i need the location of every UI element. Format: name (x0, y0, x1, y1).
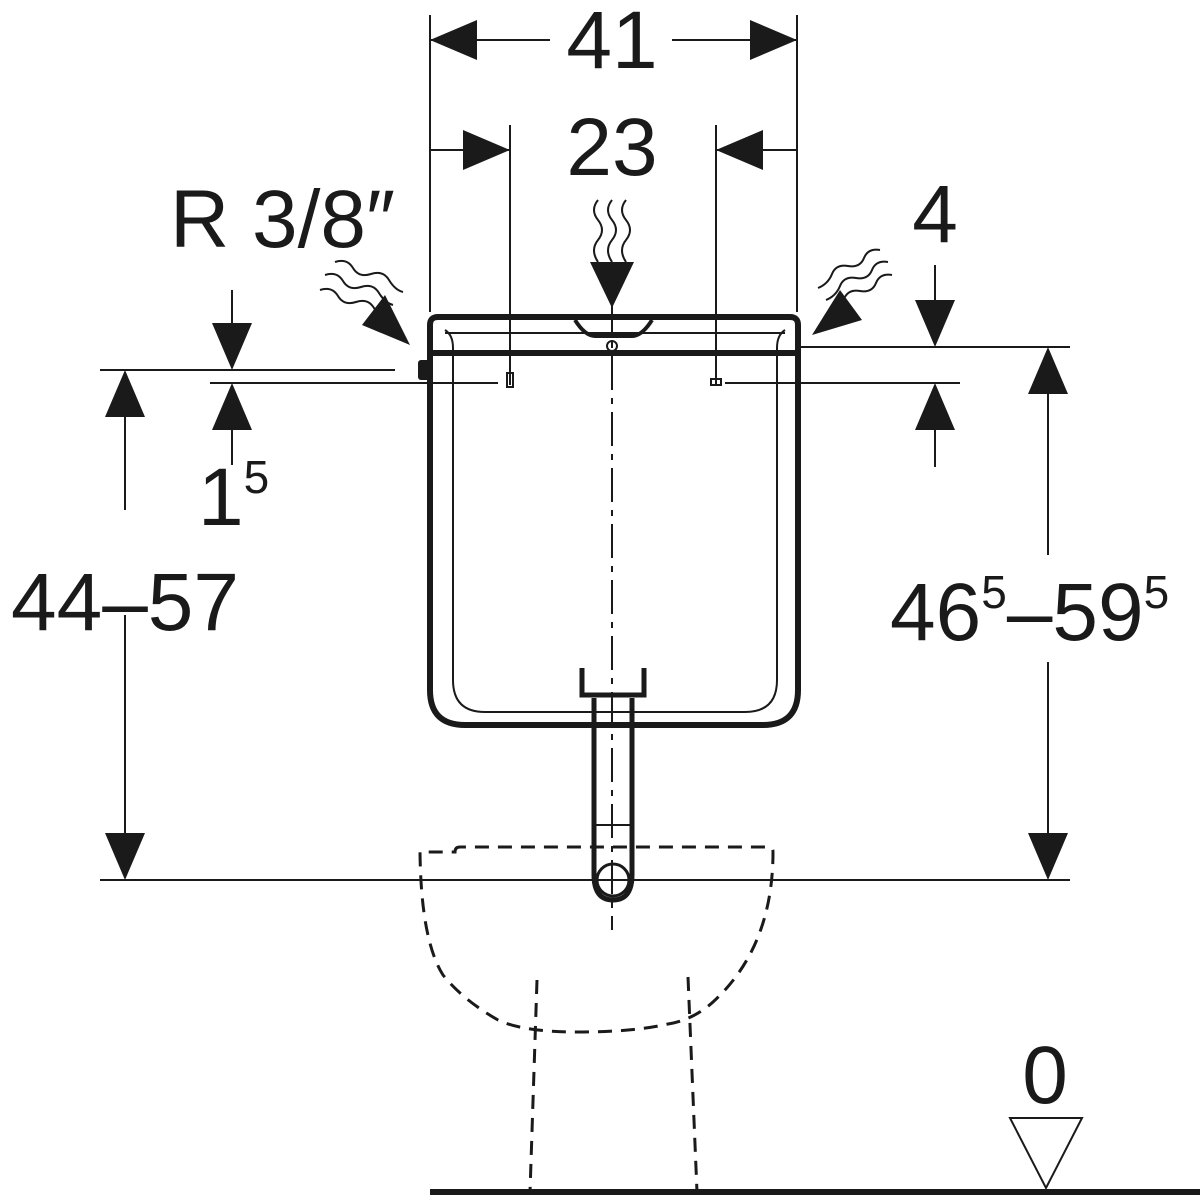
dimension-44-57: 44–57 (11, 370, 239, 880)
floor-level-label: 0 (1022, 1030, 1068, 1121)
side-inlet-connector (418, 360, 430, 380)
dimension-label-1-5: 15 (198, 451, 269, 543)
dimension-label-23: 23 (566, 102, 657, 193)
floor-level-marker: 0 (1008, 1030, 1084, 1191)
dimension-1-5: 15 (100, 290, 498, 543)
dimension-41: 41 (429, 0, 798, 312)
dimension-23: 23 (430, 102, 797, 385)
dimension-46-5-59-5: 465–595 (890, 347, 1169, 880)
water-inlet-left-icon (319, 259, 410, 345)
dimension-label-41: 41 (566, 0, 657, 86)
thread-size-label: R 3/8″ (170, 174, 395, 265)
dimension-label-46-5-59-5: 465–595 (890, 566, 1169, 658)
dimension-label-44-57: 44–57 (11, 557, 239, 648)
water-inlet-right-icon (812, 248, 893, 335)
dimension-4: 4 (725, 169, 1070, 467)
water-inlet-top-icon (590, 199, 634, 308)
toilet-bowl-outline (418, 845, 775, 1193)
cistern-tank (418, 314, 801, 728)
dimension-label-4: 4 (912, 169, 958, 260)
